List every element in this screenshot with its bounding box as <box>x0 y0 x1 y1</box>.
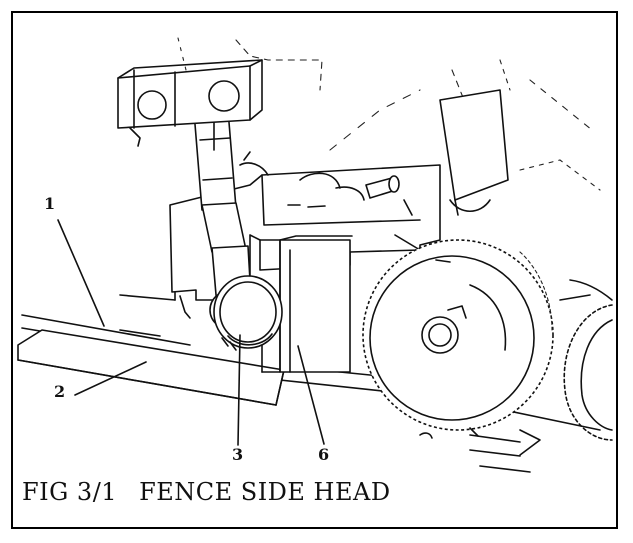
pressure-roller <box>213 275 283 351</box>
workpiece-strip <box>17 329 285 406</box>
right-column <box>439 89 509 216</box>
top-clamp-bracket <box>117 59 263 147</box>
serrated-feed-wheel <box>362 239 554 431</box>
bottom-fasteners <box>419 427 479 439</box>
callout-6: 6 <box>318 445 330 464</box>
spindle-block <box>259 235 353 373</box>
housing-bolt-icon <box>365 175 400 199</box>
callout-3: 3 <box>232 445 244 464</box>
callout-leaders <box>57 219 325 446</box>
callout-1: 1 <box>44 194 56 213</box>
callout-2: 2 <box>54 382 66 401</box>
fence-plate <box>119 279 176 301</box>
figure-caption: FIG 3/1 FENCE SIDE HEAD <box>22 478 391 506</box>
figure-title: FENCE SIDE HEAD <box>139 478 391 506</box>
figure-number: FIG 3/1 <box>22 478 118 506</box>
secondary-wheel <box>559 279 613 441</box>
